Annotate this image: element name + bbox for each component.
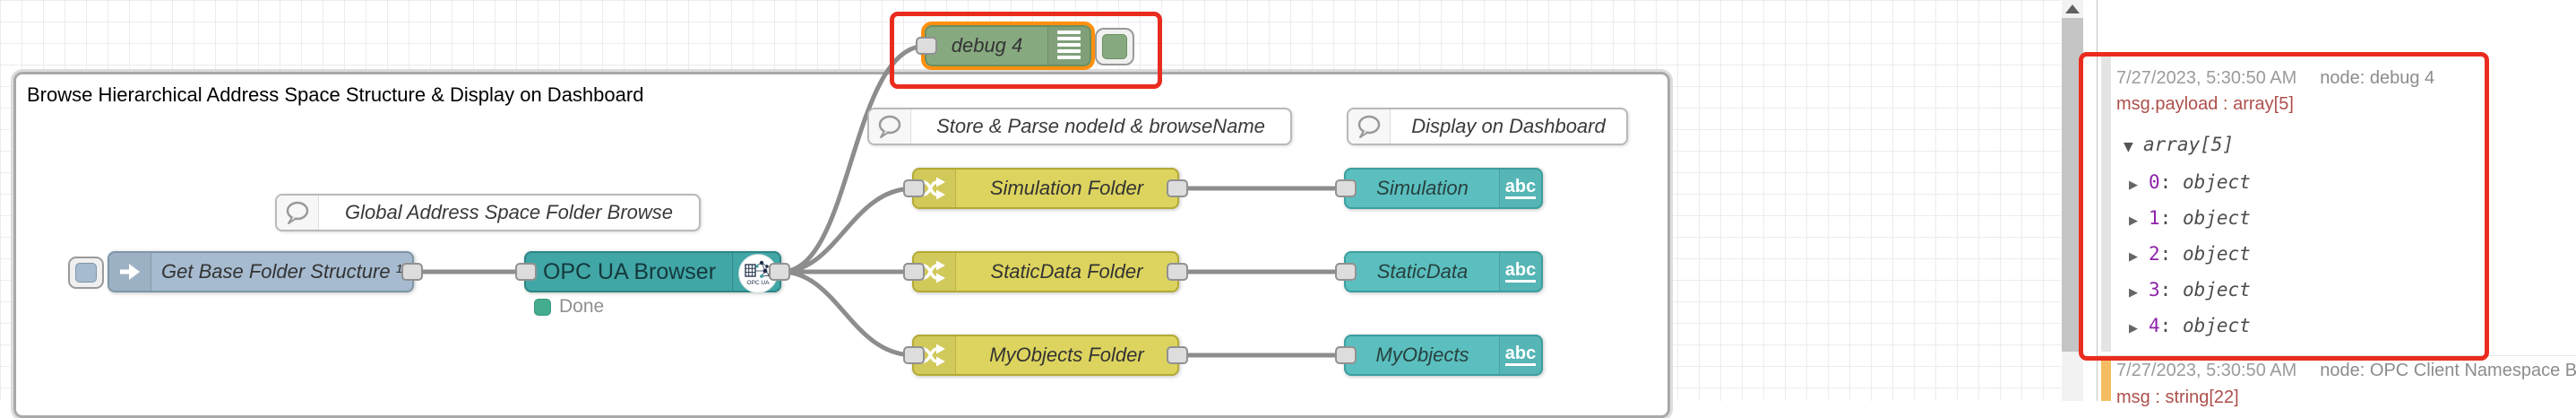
message-timestamp: 7/27/2023, 5:30:50 AM: [2116, 68, 2297, 88]
comment-bubble-icon: [869, 109, 911, 144]
canvas-vertical-scrollbar[interactable]: [2062, 0, 2083, 401]
caret-collapsed-icon[interactable]: ▶: [2129, 214, 2138, 228]
comment-node-store-parse[interactable]: Store & Parse nodeId & browseName: [867, 108, 1292, 145]
opcua-browser-output-port[interactable]: [769, 263, 790, 281]
scrollbar-thumb[interactable]: [2062, 18, 2083, 352]
caret-expanded-icon[interactable]: ▼: [2124, 140, 2133, 154]
wires: [411, 43, 1348, 358]
debug-sidebar-icon: [1047, 27, 1090, 65]
debug-input-port[interactable]: [916, 37, 937, 55]
wire-browser-debug[interactable]: [779, 43, 929, 274]
tree-item-row[interactable]: ▶3: object: [2129, 279, 2251, 300]
inject-arrow-icon: [109, 253, 151, 291]
switch-input-port[interactable]: [903, 346, 925, 364]
tree-item-row[interactable]: ▶0: object: [2129, 171, 2251, 193]
comment-label: Store & Parse nodeId & browseName: [936, 115, 1265, 137]
inject-output-port[interactable]: [401, 263, 423, 281]
caret-collapsed-icon[interactable]: ▶: [2129, 286, 2138, 300]
switch-input-port[interactable]: [903, 179, 925, 197]
comment-label: Display on Dashboard: [1411, 115, 1606, 137]
debug-sidebar-panel: [2098, 0, 2576, 401]
inject-node[interactable]: Get Base Folder Structure ¹: [68, 251, 423, 292]
comment-label: Global Address Space Folder Browse: [344, 201, 674, 223]
switch-node-myobjects-folder[interactable]: MyObjects Folder: [903, 335, 1188, 376]
caret-collapsed-icon[interactable]: ▶: [2129, 250, 2138, 264]
ui-text-input-port[interactable]: [1335, 263, 1357, 281]
group-label: Browse Hierarchical Address Space Struct…: [27, 83, 644, 106]
message-timestamp: 7/27/2023, 5:30:50 AM: [2116, 361, 2297, 380]
inject-button[interactable]: [68, 257, 104, 289]
switch-output-port[interactable]: [1167, 346, 1188, 364]
debug-node[interactable]: debug 4: [916, 22, 1134, 70]
comment-bubble-icon: [277, 196, 319, 230]
comment-bubble-icon: [1348, 109, 1391, 144]
caret-collapsed-icon[interactable]: ▶: [2129, 322, 2138, 335]
ui-text-node-label: StaticData: [1376, 260, 1469, 283]
status-text: Done: [559, 296, 605, 317]
opcua-browser-status: Done: [534, 296, 604, 318]
switch-node-staticdata-folder[interactable]: StaticData Folder: [903, 251, 1188, 292]
opcua-browser-node[interactable]: OPC UA Browser: [515, 251, 790, 293]
debug-message-accent-bar-orange: [2101, 358, 2111, 401]
debug-toggle-square: [1102, 34, 1127, 59]
tree-item-row[interactable]: ▶2: object: [2129, 243, 2251, 265]
message-node-link[interactable]: node: debug 4: [2320, 68, 2435, 88]
debug-message-meta: 7/27/2023, 5:30:50 AM node: debug 4: [2116, 68, 2434, 89]
message-separator: [2098, 355, 2576, 356]
inject-button-square: [75, 263, 97, 283]
debug-node-label: debug 4: [951, 34, 1023, 57]
ui-text-node-staticdata[interactable]: StaticData abc: [1335, 251, 1543, 292]
ui-text-node-label: MyObjects: [1375, 344, 1469, 366]
debug-enable-toggle[interactable]: [1095, 28, 1134, 65]
ui-text-node-label: Simulation: [1376, 177, 1469, 199]
abc-text-widget-icon: abc: [1499, 170, 1541, 207]
switch-input-port[interactable]: [903, 263, 925, 281]
opcua-browser-label: OPC UA Browser: [542, 258, 717, 284]
wire-browser-simulation[interactable]: [779, 186, 917, 274]
tree-root-row[interactable]: ▼array[5]: [2124, 134, 2235, 155]
inject-node-label: Get Base Folder Structure ¹: [161, 260, 402, 283]
abc-text-widget-icon: abc: [1499, 253, 1541, 291]
opcua-browser-input-port[interactable]: [515, 263, 537, 281]
ui-text-node-myobjects[interactable]: MyObjects abc: [1335, 335, 1543, 376]
wire-browser-myobjects[interactable]: [779, 269, 917, 358]
tree-item-row[interactable]: ▶4: object: [2129, 315, 2251, 336]
status-dot-icon: [534, 298, 551, 316]
caret-collapsed-icon[interactable]: ▶: [2129, 179, 2138, 192]
ui-text-input-port[interactable]: [1335, 179, 1357, 197]
debug-message-accent-bar: [2101, 56, 2111, 352]
comment-node-global-browse[interactable]: Global Address Space Folder Browse: [275, 194, 701, 231]
switch-node-label: StaticData Folder: [990, 260, 1143, 283]
switch-output-port[interactable]: [1167, 263, 1188, 281]
message-node-link[interactable]: node: OPC Client Namespace Brow: [2320, 361, 2576, 380]
tree-item-row[interactable]: ▶1: object: [2129, 207, 2251, 229]
scroll-up-icon: [2065, 4, 2080, 13]
switch-node-label: Simulation Folder: [989, 177, 1144, 199]
scroll-up-button[interactable]: [2062, 0, 2083, 18]
badge-separator: [732, 253, 733, 291]
switch-node-label: MyObjects Folder: [989, 344, 1144, 366]
switch-output-port[interactable]: [1167, 179, 1188, 197]
debug-message-property: msg : string[22]: [2116, 388, 2239, 407]
abc-text-widget-icon: abc: [1499, 336, 1541, 374]
comment-node-display-dashboard[interactable]: Display on Dashboard: [1347, 108, 1628, 145]
debug-message-meta: 7/27/2023, 5:30:50 AM node: OPC Client Na…: [2116, 361, 2576, 381]
debug-message-property: msg.payload : array[5]: [2116, 94, 2294, 114]
ui-text-input-port[interactable]: [1335, 346, 1357, 364]
sidebar-divider[interactable]: [2097, 0, 2098, 401]
svg-text:OPC UA: OPC UA: [747, 280, 771, 286]
switch-node-simulation-folder[interactable]: Simulation Folder: [903, 168, 1188, 209]
ui-text-node-simulation[interactable]: Simulation abc: [1335, 168, 1543, 209]
